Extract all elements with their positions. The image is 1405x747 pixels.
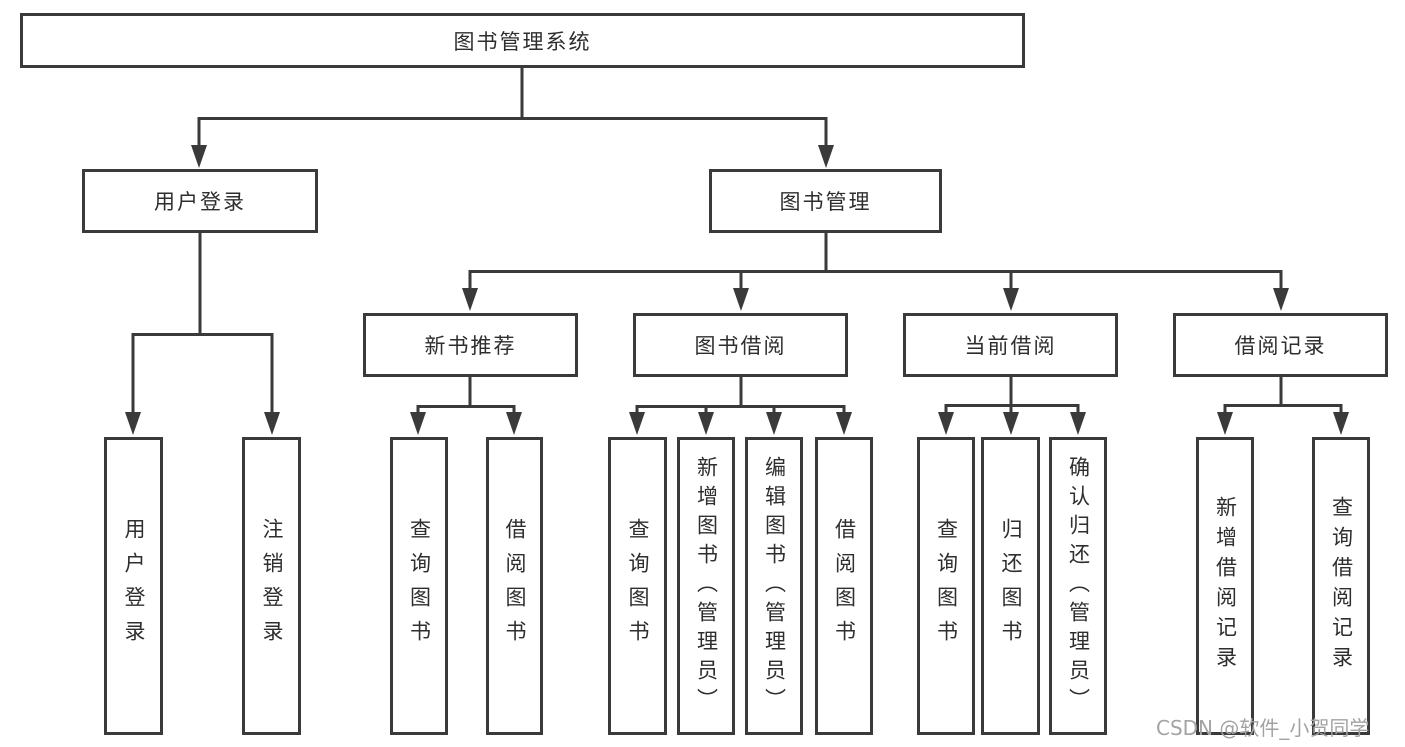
node-label: 编辑图书（管理员） <box>762 455 787 717</box>
node-book-management: 图书管理 <box>709 169 942 233</box>
node-logout-action: 注销登录 <box>242 437 301 735</box>
node-label: 借阅图书 <box>832 518 857 654</box>
node-return-books: 归还图书 <box>981 437 1040 735</box>
node-add-books-admin: 新增图书（管理员） <box>677 437 735 735</box>
node-query-books-borrow: 查询图书 <box>608 437 667 735</box>
node-add-borrow-record: 新增借阅记录 <box>1196 437 1254 735</box>
node-label: 新书推荐 <box>424 334 517 358</box>
node-label: 当前借阅 <box>964 334 1057 358</box>
node-label: 查询图书 <box>407 518 432 654</box>
node-label: 图书管理系统 <box>453 29 592 54</box>
node-label: 用户登录 <box>154 190 246 214</box>
node-label: 查询借阅记录 <box>1329 496 1354 676</box>
node-edit-books-admin: 编辑图书（管理员） <box>745 437 803 735</box>
node-label: 借阅图书 <box>503 518 527 654</box>
node-label: 用户登录 <box>122 518 146 654</box>
node-label: 确认归还（管理员） <box>1066 455 1091 717</box>
node-label: 图书管理 <box>779 190 872 214</box>
node-new-book-recommendation: 新书推荐 <box>363 313 578 377</box>
node-label: 新增图书（管理员） <box>694 455 719 717</box>
watermark: CSDN @软件_小贺同学 <box>1156 716 1370 740</box>
node-label: 查询图书 <box>626 518 650 654</box>
node-library-management-system: 图书管理系统 <box>20 13 1025 68</box>
node-label: 归还图书 <box>999 518 1023 654</box>
node-borrow-books-action: 借阅图书 <box>815 437 873 735</box>
node-label: 注销登录 <box>260 518 284 654</box>
node-label: 图书借阅 <box>694 334 787 358</box>
node-label: 借阅记录 <box>1234 334 1327 358</box>
node-confirm-return-admin: 确认归还（管理员） <box>1049 437 1107 735</box>
node-user-login-action: 用户登录 <box>104 437 163 735</box>
node-label: 新增借阅记录 <box>1213 496 1238 676</box>
node-borrow-books-recommend: 借阅图书 <box>486 437 543 735</box>
node-user-login: 用户登录 <box>82 169 318 233</box>
node-query-books-recommend: 查询图书 <box>390 437 448 735</box>
node-query-borrow-record: 查询借阅记录 <box>1312 437 1370 735</box>
node-book-borrowing: 图书借阅 <box>633 313 848 377</box>
node-query-books-current: 查询图书 <box>917 437 975 735</box>
node-borrowing-records: 借阅记录 <box>1173 313 1388 377</box>
node-current-borrowing: 当前借阅 <box>903 313 1118 377</box>
node-label: 查询图书 <box>934 518 959 654</box>
